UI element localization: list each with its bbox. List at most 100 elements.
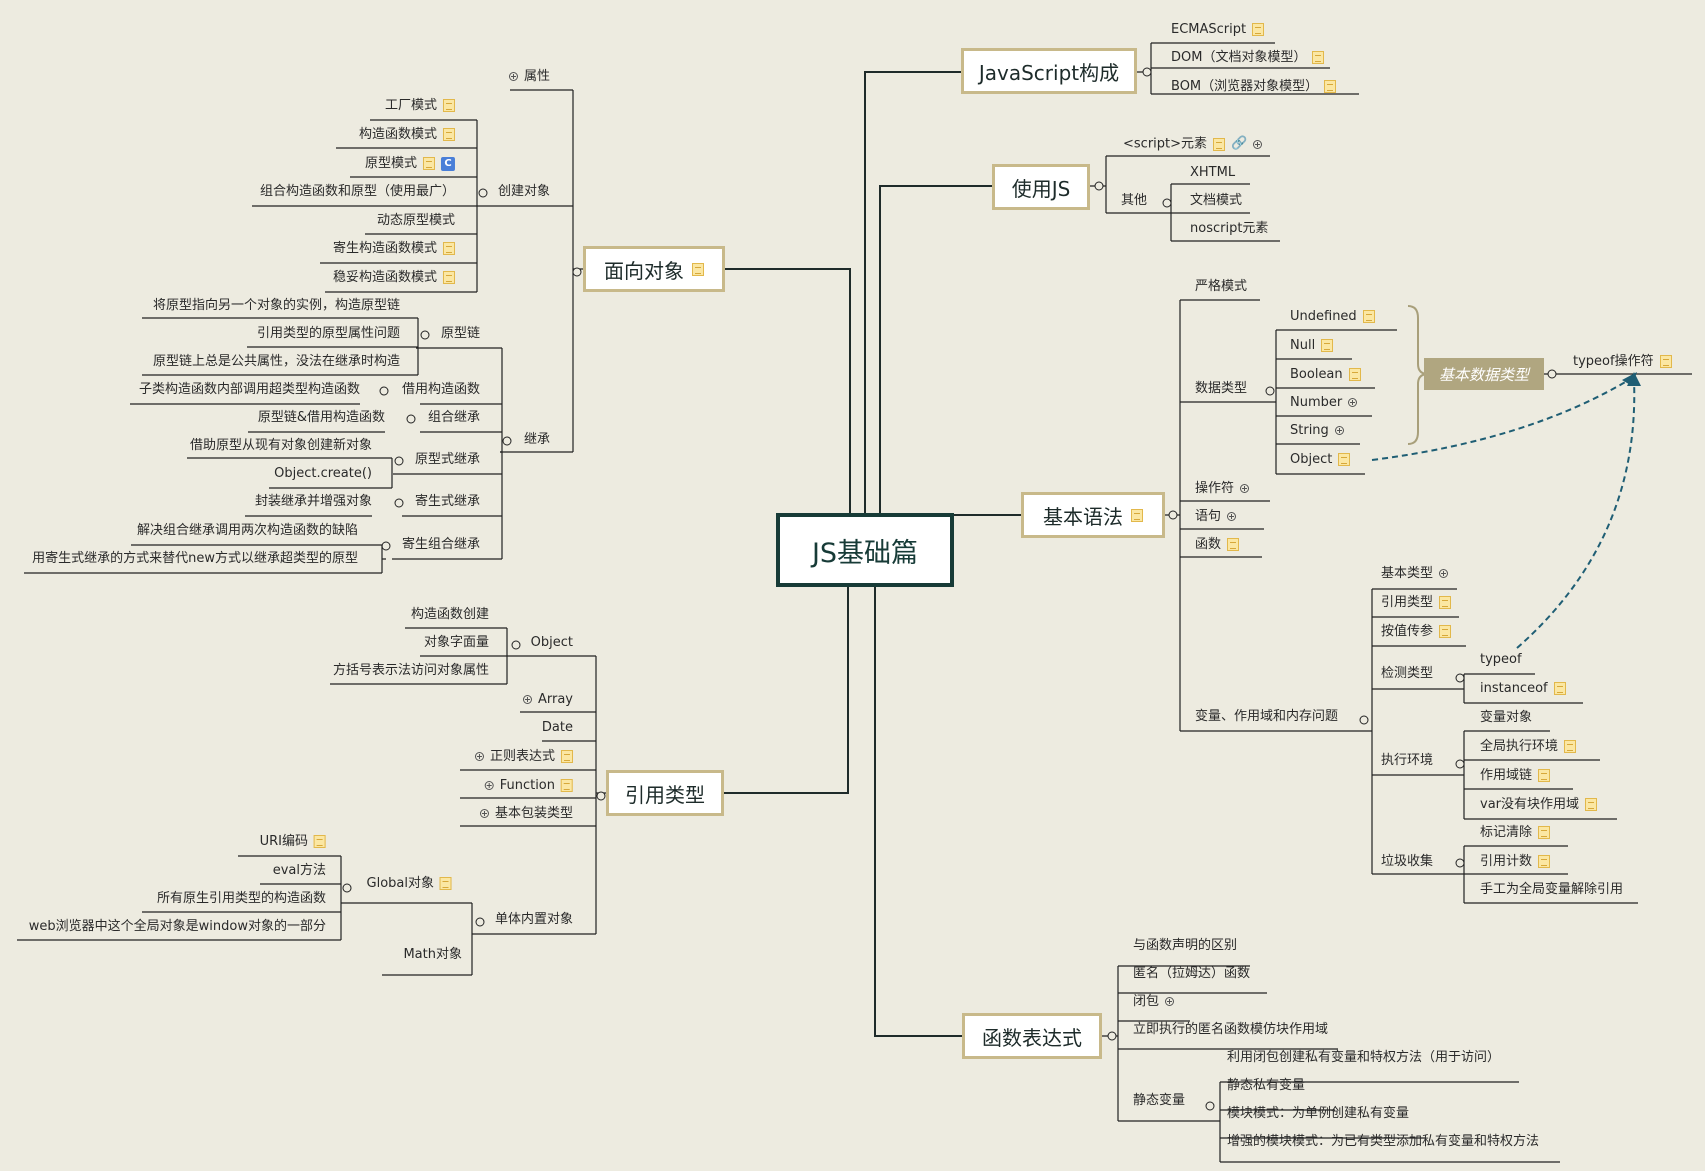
note-icon[interactable] [1213,137,1226,151]
leaf-combo-inherit[interactable]: 组合继承 [427,410,480,425]
expand-icon[interactable] [479,809,489,818]
expand-icon[interactable] [1253,139,1263,149]
leaf-typeof[interactable]: typeof [1480,652,1522,667]
leaf-boolean[interactable]: Boolean [1290,366,1361,384]
note-icon[interactable] [1538,769,1551,782]
leaf-variables-scope[interactable]: 变量、作用域和内存问题 [1195,709,1339,724]
leaf-instanceof[interactable]: instanceof [1480,680,1566,698]
note-icon[interactable] [443,128,455,141]
note-icon[interactable] [561,750,573,763]
note-icon[interactable] [1338,453,1351,466]
leaf-number[interactable]: Number [1290,394,1358,412]
leaf-proto-chain[interactable]: 原型链 [440,326,480,341]
note-icon[interactable] [423,157,435,170]
leaf-variable-object[interactable]: 变量对象 [1480,710,1533,725]
note-icon[interactable] [1321,339,1334,352]
leaf-closure-private[interactable]: 利用闭包创建私有变量和特权方法（用于访问） [1227,1050,1501,1065]
leaf-proto-chain-3[interactable]: 原型链上总是公共属性，没法在继承时构造 [152,354,400,369]
note-icon[interactable] [1312,51,1325,64]
leaf-mark-sweep[interactable]: 标记清除 [1480,824,1551,842]
leaf-noscript[interactable]: noscript元素 [1190,221,1269,236]
leaf-static-variables[interactable]: 静态变量 [1133,1093,1186,1108]
topic-basic-syntax[interactable]: 基本语法 [1021,492,1165,538]
leaf-undefined[interactable]: Undefined [1290,308,1375,326]
leaf-parasitic-combo[interactable]: 寄生组合继承 [401,537,480,552]
leaf-proto-chain-2[interactable]: 引用类型的原型属性问题 [256,326,400,341]
note-icon[interactable] [443,271,455,284]
leaf-inheritance[interactable]: 继承 [523,432,550,447]
note-icon[interactable] [1538,826,1551,839]
leaf-no-block-scope[interactable]: var没有块作用域 [1480,796,1598,814]
link-icon[interactable]: 🔗 [1231,136,1248,151]
note-icon[interactable] [692,262,704,276]
leaf-native-constructors[interactable]: 所有原生引用类型的构造函数 [156,891,326,906]
leaf-xhtml[interactable]: XHTML [1190,165,1236,180]
leaf-vs-declaration[interactable]: 与函数声明的区别 [1133,938,1238,953]
leaf-functions[interactable]: 函数 [1195,536,1240,554]
note-icon[interactable] [1564,740,1577,753]
leaf-parasitic-item[interactable]: 封装继承并增强对象 [254,494,372,509]
note-icon[interactable] [1227,538,1240,551]
leaf-combination[interactable]: 组合构造函数和原型（使用最广） [259,184,455,199]
basic-data-types-node[interactable]: 基本数据类型 [1424,358,1544,390]
topic-use-js[interactable]: 使用JS [992,164,1090,210]
topic-js-composition[interactable]: JavaScript构成 [961,48,1137,94]
leaf-window-global[interactable]: web浏览器中这个全局对象是window对象的一部分 [28,919,326,934]
leaf-dom[interactable]: DOM（文档对象模型） [1171,49,1325,67]
leaf-wrapper-types[interactable]: 基本包装类型 [479,805,573,823]
leaf-iife[interactable]: 立即执行的匿名函数模仿块作用域 [1133,1022,1329,1037]
leaf-manual-deref[interactable]: 手工为全局变量解除引用 [1480,882,1624,897]
leaf-constructor[interactable]: 构造函数模式 [359,126,455,144]
leaf-parasitic-inherit[interactable]: 寄生式继承 [414,494,480,509]
leaf-proto-inherit-1[interactable]: 借助原型从现有对象创建新对象 [189,438,372,453]
leaf-script-element[interactable]: <script>元素🔗 [1123,135,1263,154]
note-icon[interactable] [1362,310,1375,323]
note-icon[interactable] [1348,368,1361,381]
leaf-ecmascript[interactable]: ECMAScript [1171,21,1265,39]
leaf-exec-context[interactable]: 执行环境 [1381,753,1434,768]
note-icon[interactable] [443,99,455,112]
topic-oop[interactable]: 面向对象 [583,246,725,292]
topic-function-expression[interactable]: 函数表达式 [962,1013,1102,1059]
leaf-parasitic-combo-2[interactable]: 用寄生式继承的方式来替代new方式以继承超类型的原型 [32,551,358,566]
leaf-closure[interactable]: 闭包 [1133,993,1175,1011]
leaf-object-literal[interactable]: 对象字面量 [423,635,489,650]
note-icon[interactable] [561,779,573,792]
leaf-other[interactable]: 其他 [1121,193,1148,208]
expand-icon[interactable] [1165,997,1175,1006]
leaf-factory[interactable]: 工厂模式 [385,97,455,115]
note-icon[interactable] [1439,596,1452,609]
leaf-dynamic-prototype[interactable]: 动态原型模式 [376,213,455,228]
note-icon[interactable] [1324,80,1337,93]
leaf-object-create[interactable]: Object.create() [274,466,372,481]
leaf-array[interactable]: Array [522,691,573,709]
leaf-doc-mode[interactable]: 文档模式 [1190,193,1243,208]
leaf-anonymous-function[interactable]: 匿名（拉姆达）函数 [1133,966,1251,981]
expand-icon[interactable] [522,695,532,704]
note-icon[interactable] [440,877,452,890]
leaf-properties[interactable]: 属性 [508,68,550,86]
expand-icon[interactable] [1348,398,1358,407]
c-badge-icon[interactable]: C [441,156,455,171]
leaf-module-pattern[interactable]: 模块模式：为单例创建私有变量 [1227,1106,1410,1121]
topic-ref-types[interactable]: 引用类型 [606,770,724,816]
note-icon[interactable] [1439,625,1452,638]
leaf-static-private[interactable]: 静态私有变量 [1227,1078,1306,1093]
expand-icon[interactable] [1240,484,1250,493]
leaf-augmented-module[interactable]: 增强的模块模式：为已有类型添加私有变量和特权方法 [1227,1134,1540,1149]
leaf-borrow-item[interactable]: 子类构造函数内部调用超类型构造函数 [138,382,360,397]
note-icon[interactable] [1131,508,1143,522]
leaf-eval[interactable]: eval方法 [272,863,326,878]
leaf-primitive-types[interactable]: 基本类型 [1381,565,1449,583]
note-icon[interactable] [443,242,455,255]
leaf-builtin-objects[interactable]: 单体内置对象 [494,912,573,927]
leaf-combo-item[interactable]: 原型链&借用构造函数 [257,410,385,425]
note-icon[interactable] [1538,855,1551,868]
leaf-math[interactable]: Math对象 [403,947,462,962]
leaf-parasitic-constructor[interactable]: 寄生构造函数模式 [333,240,455,258]
expand-icon[interactable] [1227,512,1237,521]
note-icon[interactable] [1252,23,1265,36]
leaf-string[interactable]: String [1290,422,1344,440]
leaf-proto-chain-1[interactable]: 将原型指向另一个对象的实例，构造原型链 [152,298,400,313]
